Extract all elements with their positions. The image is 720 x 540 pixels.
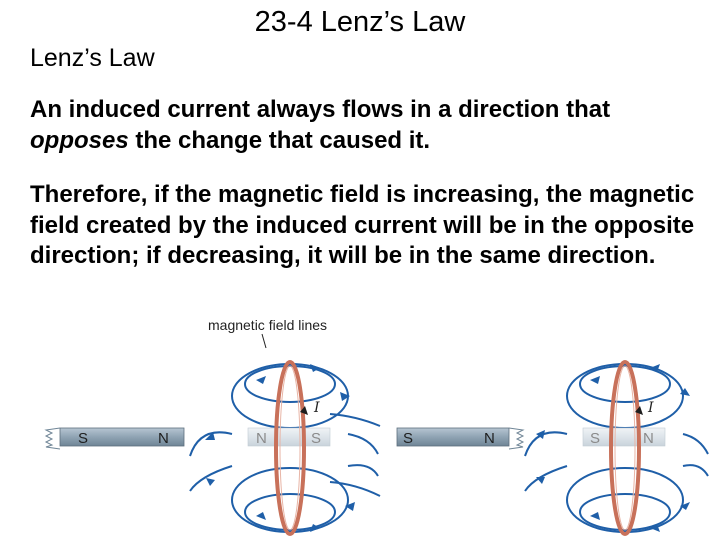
right-induced-magnet: S N: [582, 427, 666, 447]
paragraph-explanation: Therefore, if the magnetic field is incr…: [30, 181, 695, 269]
right-magnet-pole-n: N: [484, 430, 495, 447]
right-loop-pole-s: S: [590, 430, 600, 447]
right-magnet: S N: [396, 427, 525, 450]
paragraph-definition-text: An induced current always flows in a dir…: [30, 96, 611, 123]
left-induced-magnet: N S: [247, 427, 331, 447]
left-magnet-pole-s: S: [78, 430, 88, 447]
right-arrowheads: [536, 364, 690, 532]
right-conducting-loop: [609, 360, 643, 536]
paragraph-definition: An induced current always flows in a dir…: [30, 95, 710, 156]
left-loop-pole-s: S: [311, 430, 321, 447]
left-current-label: I: [313, 400, 320, 416]
right-diagram: S N S N I: [396, 360, 709, 536]
slide-title: 23-4 Lenz’s Law: [254, 6, 466, 38]
slide-subtitle: Lenz’s Law: [30, 44, 155, 72]
caption-pointer: [261, 333, 267, 349]
paragraph-definition-end: the change that caused it.: [128, 126, 431, 154]
right-current-label: I: [647, 400, 654, 416]
left-conducting-loop: [274, 360, 308, 536]
field-lines-caption: magnetic field lines: [208, 317, 327, 333]
left-diagram: S N N S I: [44, 360, 381, 536]
emphasis-opposes: opposes: [30, 126, 129, 154]
left-loop-pole-n: N: [256, 430, 267, 447]
right-loop-pole-n: N: [643, 430, 654, 447]
left-magnet-pole-n: N: [158, 430, 169, 447]
lenz-law-diagram: magnetic field lines: [44, 317, 709, 536]
right-magnet-pole-s: S: [403, 430, 413, 447]
left-magnet: S N: [44, 427, 185, 450]
left-arrowheads: [205, 364, 355, 532]
